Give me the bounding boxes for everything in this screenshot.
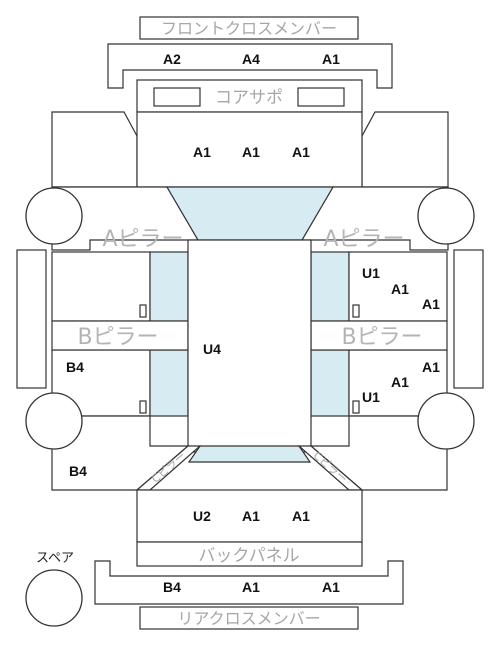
left-b-pillar-label: Bピラー — [77, 325, 158, 350]
right-headlight-hole — [297, 87, 345, 107]
grade-hood-center: A1 — [242, 144, 260, 160]
grade-right-rear-door-2: A1 — [391, 374, 409, 390]
rear-cross-member-part[interactable] — [94, 560, 404, 605]
front-cross-member-label: フロントクロスメンバー — [161, 19, 337, 38]
grade-right-rear-door-1: A1 — [422, 359, 440, 375]
back-panel-part[interactable] — [136, 541, 363, 567]
grade-front-cross-right: A1 — [322, 51, 340, 67]
right-b-pillar[interactable] — [310, 320, 448, 351]
grade-hood-right: A1 — [292, 144, 310, 160]
right-a-pillar-label: Aピラー — [323, 227, 404, 252]
rear-cross-member-label: リアクロスメンバー — [177, 609, 320, 628]
grade-trunk-right: A1 — [292, 508, 310, 524]
left-b-pillar[interactable] — [51, 320, 189, 351]
left-side-sill[interactable] — [16, 249, 47, 389]
grade-right-front-door-3: A1 — [422, 296, 440, 312]
rear-cross-member-label-box — [139, 606, 359, 630]
left-rear-window[interactable] — [149, 349, 189, 417]
roof-part[interactable] — [187, 239, 312, 453]
grade-right-front-door-2: A1 — [391, 281, 409, 297]
front-left-tire — [25, 187, 83, 245]
grade-rear-cross-right: A1 — [322, 579, 340, 595]
right-rear-door-handle — [352, 400, 360, 414]
grade-left-rear-quarter: B4 — [69, 463, 87, 479]
grade-front-cross-left: A2 — [163, 51, 181, 67]
grade-right-front-door-1: U1 — [362, 265, 380, 281]
right-front-door-handle — [352, 304, 360, 318]
spare-label: スペア — [36, 551, 74, 566]
right-front-fender[interactable] — [361, 111, 449, 188]
grade-rear-cross-center: A1 — [242, 579, 260, 595]
rear-window[interactable] — [187, 445, 312, 463]
left-front-door[interactable] — [51, 251, 151, 322]
grade-trunk-left: U2 — [193, 508, 211, 524]
left-front-door-handle — [139, 304, 147, 318]
grade-front-cross-center: A4 — [242, 51, 260, 67]
front-cross-member-part[interactable] — [107, 43, 393, 89]
grade-hood-left: A1 — [193, 144, 211, 160]
left-a-pillar-label: Aピラー — [102, 227, 183, 252]
right-front-window[interactable] — [310, 251, 350, 322]
front-right-tire — [417, 187, 475, 245]
grade-trunk-center: A1 — [242, 508, 260, 524]
right-rear-window[interactable] — [310, 349, 350, 417]
grade-right-rear-door-3: U1 — [362, 389, 380, 405]
rear-right-tire — [417, 392, 475, 450]
grade-left-rear-door: B4 — [66, 359, 84, 375]
trunk-part[interactable] — [136, 489, 363, 543]
grade-rear-cross-left: B4 — [163, 579, 181, 595]
rear-left-tire — [25, 392, 83, 450]
back-panel-label: バックパネル — [198, 546, 299, 566]
grade-roof: U4 — [203, 341, 221, 357]
right-side-sill[interactable] — [453, 249, 484, 389]
core-support-label: コアサポ — [215, 88, 283, 108]
left-front-window[interactable] — [149, 251, 189, 322]
left-headlight-hole — [153, 87, 201, 107]
left-rear-door-handle — [139, 400, 147, 414]
spare-tire[interactable] — [25, 569, 83, 627]
front-cross-member-label-box — [139, 16, 359, 40]
left-front-fender[interactable] — [51, 111, 138, 188]
right-b-pillar-label: Bピラー — [341, 325, 422, 350]
